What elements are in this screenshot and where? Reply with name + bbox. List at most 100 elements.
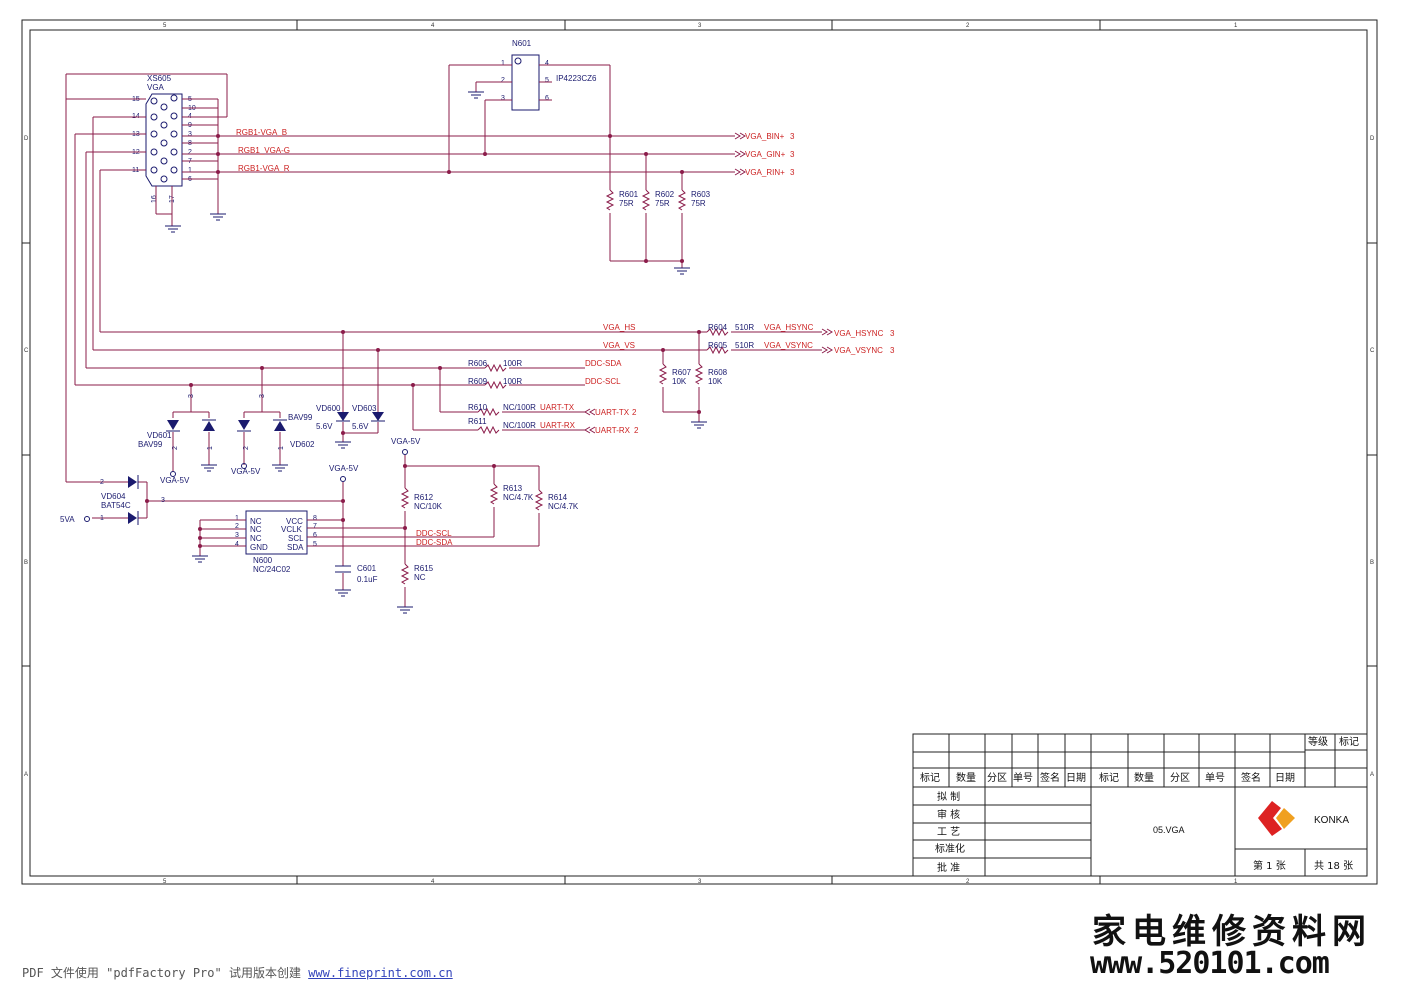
company-name: KONKA [1314, 815, 1349, 826]
port-label[interactable]: VGA_BIN+ [745, 132, 785, 141]
pin-number: 3 [259, 394, 266, 398]
part-value: 10K [672, 377, 687, 386]
part-value: NC [414, 573, 426, 582]
part-ref: VD604 [101, 492, 126, 501]
title-role: 审 核 [937, 808, 960, 821]
net-label: VGA_HSYNC [764, 323, 814, 332]
pin-name: SDA [287, 543, 304, 552]
title-head: 分区 [1170, 772, 1190, 784]
row-label: D [24, 136, 29, 142]
pin-number: 6 [545, 95, 549, 102]
part-ref: R615 [414, 564, 434, 573]
col-label: 1 [1234, 879, 1238, 885]
port-label[interactable]: UART-TX [595, 408, 630, 417]
pin-name: SCL [288, 534, 304, 543]
port-label[interactable]: VGA_RIN+ [745, 168, 785, 177]
row-label: A [24, 772, 28, 778]
pin-number: 3 [235, 532, 239, 539]
row-label: D [1370, 136, 1375, 142]
vga-connector-xs605: XS605 VGA 15 14 13 12 11 5 10 4 9 3 8 2 … [132, 74, 196, 203]
part-value: 510R [735, 341, 754, 350]
connector-wires [65, 73, 735, 482]
pin-number: 2 [235, 523, 239, 530]
part-ref: VD601 [147, 431, 172, 440]
part-value: BAV99 [138, 440, 163, 449]
port-label[interactable]: VGA_VSYNC [834, 346, 883, 355]
pin-name: NC [250, 525, 262, 534]
bav99-wires [172, 368, 281, 472]
zone-labels: 5 4 3 2 1 5 4 3 2 1 D C B A D C B A [24, 23, 1375, 885]
bav99-diode [166, 419, 287, 432]
part-value: 0.1uF [357, 575, 378, 584]
title-head: 日期 [1066, 772, 1086, 784]
ic-ref: N601 [512, 39, 532, 48]
part-value: NC/100R [503, 403, 536, 412]
title-head: 单号 [1205, 772, 1225, 784]
col-label: 4 [431, 879, 435, 885]
title-mark: 标记 [1339, 736, 1359, 748]
pin-number: 1 [188, 167, 192, 174]
title-grade: 等级 [1308, 735, 1328, 748]
part-value: NC/24C02 [253, 565, 291, 574]
net-label: RGB1_VGA-G [238, 146, 290, 155]
part-ref: VD600 [316, 404, 341, 413]
ground-symbol [165, 213, 226, 233]
part-ref: R601 [619, 190, 639, 199]
pin-name: NC [250, 517, 262, 526]
title-head: 单号 [1013, 772, 1033, 784]
connector-ref: XS605 [147, 74, 172, 83]
row-label: B [1370, 560, 1374, 566]
power-label: VGA-5V [160, 476, 190, 485]
termination-resistors [605, 136, 687, 268]
title-head: 签名 [1040, 771, 1060, 784]
zener-diode [336, 412, 385, 422]
part-ref: R604 [708, 323, 728, 332]
part-value: 10K [708, 377, 723, 386]
pin-number: 5 [313, 541, 317, 548]
title-role: 工 艺 [937, 826, 960, 838]
title-role: 批 准 [937, 861, 960, 874]
power-label: 5VA [60, 515, 75, 524]
part-ref: R613 [503, 484, 523, 493]
pin-number: 3 [161, 497, 165, 504]
part-ref: N600 [253, 556, 273, 565]
title-head: 数量 [1134, 771, 1154, 784]
pin-number: 4 [545, 60, 549, 67]
row-label: C [1370, 348, 1375, 354]
footer-link[interactable]: www.fineprint.com.cn [308, 966, 453, 980]
port-label[interactable]: VGA_HSYNC [834, 329, 884, 338]
drawing-title: 05.VGA [1153, 825, 1185, 835]
row-label: A [1370, 772, 1374, 778]
pin-number: 2 [188, 149, 192, 156]
col-label: 5 [163, 879, 167, 885]
port-sheet: 3 [890, 329, 895, 338]
part-value: 75R [691, 199, 706, 208]
part-value: 75R [619, 199, 634, 208]
col-label: 5 [163, 23, 167, 29]
pin-number: 6 [313, 532, 317, 539]
part-value: 100R [503, 377, 522, 386]
title-head: 日期 [1275, 772, 1295, 784]
part-value: 75R [655, 199, 670, 208]
pin-number: 3 [188, 131, 192, 138]
port-label[interactable]: VGA_GIN+ [745, 150, 786, 159]
pin-number: 5 [545, 77, 549, 84]
net-label: VGA_HS [603, 323, 635, 332]
footer-text: PDF 文件使用 "pdfFactory Pro" 试用版本创建 [22, 966, 301, 980]
part-value: 5.6V [316, 422, 333, 431]
part-value: 5.6V [352, 422, 369, 431]
part-ref: R611 [468, 417, 487, 426]
ic-part: IP4223CZ6 [556, 74, 597, 83]
pin-number: 2 [100, 479, 104, 486]
net-label: UART-RX [540, 421, 576, 430]
port-label[interactable]: UART-RX [595, 426, 631, 435]
part-ref: R610 [468, 403, 488, 412]
col-label: 4 [431, 23, 435, 29]
power-label: VGA-5V [391, 437, 421, 446]
port-sheet: 2 [634, 426, 639, 435]
part-ref: R612 [414, 493, 434, 502]
sheet-total: 共 18 张 [1314, 860, 1353, 872]
pin-number: 1 [235, 515, 239, 522]
part-ref: R608 [708, 368, 728, 377]
part-value: 510R [735, 323, 754, 332]
